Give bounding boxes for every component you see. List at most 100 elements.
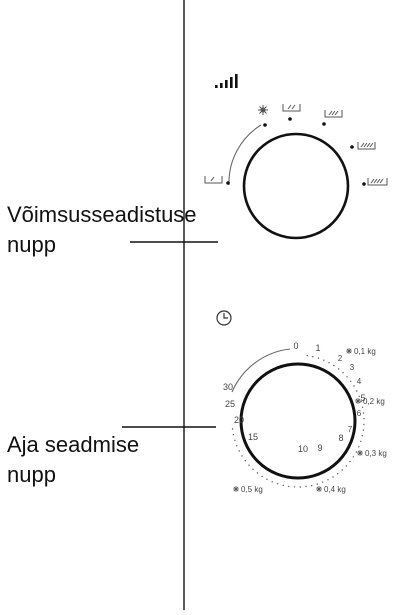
timer-scale-dot bbox=[360, 440, 362, 443]
timer-scale-dot bbox=[346, 376, 348, 378]
timer-scale-dot bbox=[323, 359, 325, 361]
timer-scale-dot bbox=[241, 455, 243, 457]
timer-scale-arc bbox=[231, 348, 291, 393]
timer-tick-6: 6 bbox=[357, 409, 362, 418]
snowflake-icon bbox=[357, 450, 363, 456]
pan-level-1-icon bbox=[204, 176, 223, 184]
timer-scale-dot bbox=[232, 434, 235, 436]
timer-scale-dot bbox=[363, 423, 365, 426]
timer-scale-dot bbox=[345, 465, 347, 467]
timer-tick-2: 2 bbox=[338, 354, 343, 363]
timer-tick-1: 1 bbox=[315, 343, 320, 353]
timer-scale-dot bbox=[234, 439, 236, 441]
timer-scale-dot bbox=[248, 464, 250, 466]
timer-scale-dot bbox=[341, 469, 343, 471]
timer-scale-dot bbox=[355, 451, 357, 453]
snowflake-icon bbox=[355, 398, 361, 404]
timer-knob-label: Aja seadmise nupp bbox=[7, 430, 139, 490]
timer-tick-8: 8 bbox=[338, 433, 343, 443]
timer-scale-dot bbox=[236, 445, 238, 447]
timer-tick-10: 10 bbox=[298, 444, 308, 454]
timer-scale-dot bbox=[362, 412, 365, 414]
timer-scale-dot bbox=[238, 450, 240, 452]
timer-scale-dot bbox=[352, 456, 355, 458]
power-scale-arc bbox=[228, 124, 262, 186]
timer-scale-dot bbox=[353, 385, 355, 387]
timer-scale-dot bbox=[256, 472, 259, 474]
defrost-weight-text-1: 0,2 kg bbox=[363, 397, 385, 406]
power-knob-label: Võimsusseadistuse nupp bbox=[7, 200, 197, 260]
defrost-weight-3: 0,4 kg bbox=[316, 485, 346, 494]
timer-scale-dot bbox=[363, 418, 365, 420]
signal-bars-icon bbox=[215, 74, 238, 88]
timer-scale-dot bbox=[356, 390, 358, 392]
snowflake-icon bbox=[346, 348, 352, 354]
timer-scale-dot bbox=[276, 483, 279, 485]
timer-tick-4: 4 bbox=[357, 377, 362, 386]
defrost-weight-text-3: 0,4 kg bbox=[324, 485, 346, 494]
snowflake-icon bbox=[258, 105, 268, 115]
defrost-weight-labels: 0,1 kg 0,2 kg 0,3 kg 0,4 kg 0,5 kg bbox=[233, 347, 387, 494]
clock-icon bbox=[216, 310, 232, 326]
power-level-icons bbox=[204, 104, 388, 186]
timer-scale-dot bbox=[361, 435, 363, 437]
timer-label-line-2: nupp bbox=[7, 462, 56, 487]
timer-knob[interactable] bbox=[239, 362, 357, 480]
defrost-weight-text-0: 0,1 kg bbox=[354, 347, 376, 356]
defrost-weight-text-2: 0,3 kg bbox=[365, 449, 387, 458]
timer-scale-dot bbox=[362, 429, 365, 431]
timer-scale-dot bbox=[337, 473, 339, 475]
timer-scale-dot bbox=[358, 446, 360, 448]
timer-scale-dot bbox=[311, 484, 313, 487]
snowflake-icon bbox=[233, 486, 239, 492]
timer-tick-13: 25 bbox=[225, 399, 235, 409]
timer-tick-9: 9 bbox=[317, 443, 322, 453]
pan-level-4-icon bbox=[357, 142, 376, 150]
timer-tick-7: 7 bbox=[348, 425, 353, 434]
timer-scale-dots bbox=[231, 354, 365, 488]
timer-scale-dot bbox=[350, 380, 352, 382]
timer-scale-dot bbox=[261, 475, 263, 478]
timer-scale-dot bbox=[317, 357, 320, 359]
timer-tick-5: 5 bbox=[360, 393, 365, 403]
power-knob[interactable] bbox=[242, 132, 350, 240]
timer-scale-dot bbox=[342, 372, 344, 374]
timer-tick-11: 15 bbox=[248, 432, 258, 442]
power-label-line-1: Võimsusseadistuse bbox=[7, 202, 197, 227]
pan-level-2-icon bbox=[282, 104, 301, 112]
timer-scale-dot bbox=[244, 460, 246, 462]
timer-scale-dot bbox=[282, 484, 284, 486]
power-label-line-2: nupp bbox=[7, 232, 56, 257]
timer-scale-dot bbox=[332, 476, 334, 478]
pan-level-5-icon bbox=[367, 178, 388, 186]
timer-scale-dot bbox=[306, 354, 308, 357]
timer-tick-3: 3 bbox=[350, 363, 355, 372]
timer-scale-dot bbox=[288, 485, 290, 488]
timer-scale-dot bbox=[316, 483, 318, 485]
defrost-weight-2: 0,3 kg bbox=[357, 449, 387, 458]
timer-scale-dot bbox=[358, 395, 360, 397]
defrost-weight-0: 0,1 kg bbox=[346, 347, 376, 356]
timer-scale-dot bbox=[231, 428, 234, 430]
timer-scale-dot bbox=[337, 368, 340, 370]
timer-scale-dot bbox=[349, 460, 351, 463]
timer-scale-dot bbox=[328, 362, 330, 364]
timer-scale-dot bbox=[312, 356, 314, 358]
power-position-dots bbox=[226, 117, 366, 186]
timer-scale-dot bbox=[293, 486, 296, 488]
defrost-weight-1: 0,2 kg bbox=[355, 397, 385, 406]
timer-scale-dot bbox=[327, 479, 329, 481]
defrost-weight-4: 0,5 kg bbox=[233, 485, 263, 494]
timer-scale-dot bbox=[322, 481, 324, 483]
timer-scale-dot bbox=[333, 364, 335, 367]
pan-level-3-icon bbox=[324, 110, 343, 118]
defrost-weight-text-4: 0,5 kg bbox=[241, 485, 263, 494]
timer-label-line-1: Aja seadmise bbox=[7, 432, 140, 457]
timer-scale-dot bbox=[266, 478, 268, 480]
timer-tick-0: 0 bbox=[293, 341, 298, 351]
timer-scale-dot bbox=[271, 481, 273, 483]
timer-tick-12: 20 bbox=[234, 415, 244, 425]
